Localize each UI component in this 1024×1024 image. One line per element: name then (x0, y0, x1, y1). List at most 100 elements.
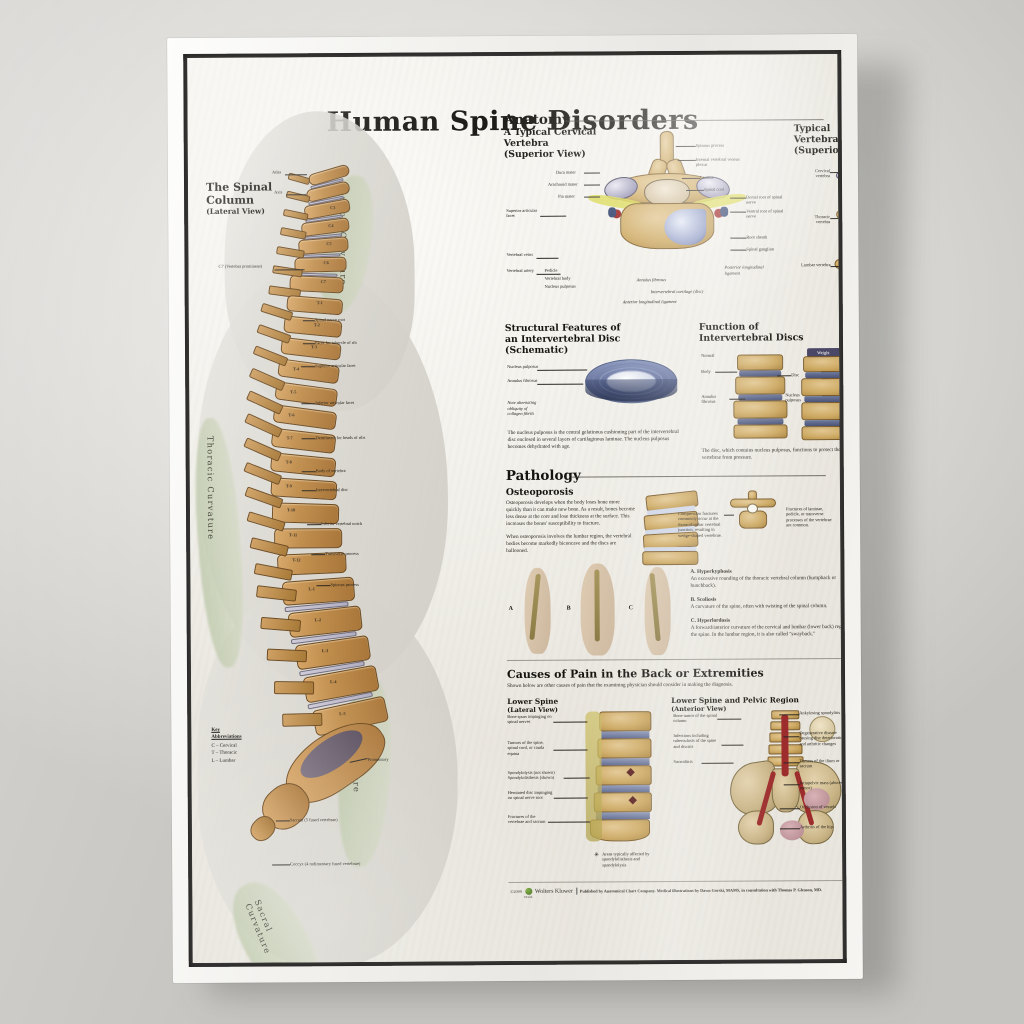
label-weight: Weight (817, 350, 830, 356)
vertebra-number: C6 (323, 260, 329, 266)
label-superior-articular-facet: Superior articular facet (315, 362, 356, 369)
label-spinous-process: Spinous process (695, 142, 725, 148)
curvature-label-thoracic: Thoracic Curvature (205, 435, 217, 541)
disc-function-caption: The disc, which contains nucleus pulposu… (701, 447, 841, 461)
label-atlas: Atlas (271, 169, 282, 175)
content-column: Anatomy A Typical Cervical Vertebra (Sup… (500, 110, 843, 961)
disorder-text-hyperlordosis: A forward/anterior curvature of the cerv… (690, 623, 843, 638)
credit-line: ©2009 Wolters Kluwer Published by Anatom… (510, 886, 822, 895)
vertebra-number: L-4 (330, 679, 337, 685)
vertebra-number: C5 (326, 241, 332, 247)
disorder-text-scoliosis: A curvature of the spine, often with twi… (690, 603, 828, 610)
section-header-anatomy: Anatomy (503, 111, 571, 129)
footnote-affected-areas: Areas typically affected by spondylolist… (602, 851, 650, 868)
label-annulus-fibrosus: Annulus fibrosus (507, 377, 538, 384)
label-root-sheath: Root sheath (746, 234, 768, 240)
label-nucleus-pulposus: Nucleus pulposus (544, 283, 576, 289)
label-facet-tubercle-rib: Facet for tubercle of rib (314, 339, 357, 346)
credit-text: Published by Anatomical Chart Company. M… (579, 887, 823, 894)
label-arachnoid-mater: Arachnoid mater (548, 181, 578, 187)
label-cervical-vertebra: Cervical vertebra (815, 168, 830, 179)
label-occlusion-vessels: Occlusion of vessels (799, 804, 836, 810)
label-lumbar-vertebra: Lumbar vertebra (801, 262, 831, 268)
annotation-laminae-fractures: Fractures of laminae, pedicle, or transv… (785, 506, 832, 528)
osteoporosis-para1: Osteoporosis develops when the body lose… (505, 499, 635, 527)
label-sacroiliitis: Sacroiliitis (673, 758, 693, 765)
label-spondylolisthesis: Spondylolysis (not shown) Spondylolisthe… (507, 769, 555, 781)
lower-spine-lateral-illustration (585, 711, 656, 842)
osteoporosis-title: Osteoporosis (505, 486, 574, 499)
label-nucleus-pulposus: Nucleus pulposus (507, 363, 539, 370)
label-lamina: Lamina (699, 174, 714, 180)
copyright-text: ©2009 (510, 888, 522, 895)
annotation-compression-fractures: Compression fractures commonly occur at … (678, 510, 722, 538)
label-dura-mater: Dura mater (555, 169, 576, 175)
typical-view: (Superior View) (793, 144, 843, 157)
label-normal: Normal (701, 352, 715, 358)
disc-function-title-line2: Intervertebral Discs (698, 332, 804, 344)
label-arthritis-hip: Arthritis of the hip (799, 824, 833, 830)
label-pedicle: Pedicle (544, 267, 558, 273)
lower-spine-lateral-panel: Lower Spine (Lateral View) (507, 697, 558, 715)
framed-poster-glass: Human Spine Disorders Cervical Curvature… (187, 54, 843, 963)
disc-function-panel: Function of Intervertebral Discs (699, 322, 843, 345)
disorder-text-hyperkyphosis: An excessive rounding of the thoracic ve… (690, 575, 837, 589)
wolters-kluwer-logo-icon (524, 887, 532, 895)
vertebra-number: T-4 (293, 366, 300, 372)
label-ventral-root: Ventral root of spinal nerve (746, 208, 784, 219)
label-fractures-vertebrae-sacrum: Fractures of the vertebrae and sacrum (507, 813, 546, 825)
label-intervertebral-cartilage: Intervertebral cartilage (disc) (650, 288, 704, 295)
label-body-of-vertebra: Body of vertebra (315, 468, 346, 474)
label-collagen-note: Note alternating obliquity of collagen f… (507, 399, 537, 417)
label-herniated-disc: Herniated disc impinging on spinal nerve… (507, 789, 553, 801)
label-ankylosing-spondylitis: Ankylosing spondylitis (799, 710, 841, 716)
vertebra-number: C7 (320, 279, 326, 285)
credit-brand-sub: Health (524, 894, 533, 899)
label-vertebral-body: Vertebral body (544, 275, 571, 281)
label-superior-articular-facet: Superior articular facet (506, 207, 538, 219)
rule-pathology (571, 475, 826, 478)
vertebra-number: L-2 (314, 617, 322, 623)
label-infections-tuberculosis: Infections including tuberculosis of the… (673, 732, 717, 749)
label-vertebral-veins: Vertebral veins (506, 251, 533, 258)
label-transverse-process: Transverse process (325, 550, 359, 557)
asterisk-icon: ✳ (594, 852, 600, 859)
rule-anatomy (565, 119, 824, 122)
label-spinous-process: Spinous process (330, 581, 359, 588)
vertebra-number: L-1 (308, 586, 315, 592)
spinal-column-panel: Cervical Curvature Thoracic Curvature Lu… (188, 110, 503, 963)
anatomical-poster: Human Spine Disorders Cervical Curvature… (187, 54, 843, 963)
disc-schematic-illustration (585, 359, 678, 414)
label-spinal-ganglion: Spinal ganglion (746, 246, 775, 252)
label-spinal-cord: Spinal cord (704, 186, 725, 192)
label-posterior-longitudinal-ligament: Posterior longitudinal ligament (724, 264, 764, 276)
vertebra-number: T-2 (313, 322, 320, 328)
key-abbreviations-box: Key Abbreviations C – Cervical T – Thora… (211, 727, 289, 764)
key-heading-line2: Abbreviations (211, 734, 242, 740)
curvature-disorder-descriptions: A. Hyperkyphosis An excessive rounding o… (690, 568, 842, 639)
label-annulus-fibrosus: Annulus fibrosus (701, 393, 717, 405)
label-degenerative-disease: Degenerative disease causing disc deteri… (799, 730, 843, 747)
section-header-pathology: Pathology (505, 467, 581, 485)
label-disc: Disc (791, 372, 800, 378)
vertebra-number: T-5 (290, 389, 297, 395)
label-body: Body (701, 368, 711, 374)
label-promontory: Promontory (367, 756, 389, 762)
vertebra-number: T-1 (316, 300, 323, 306)
vertebra-number: T-12 (292, 557, 301, 563)
osteoporosis-para2: When osteoporosis involves the lumbar re… (506, 533, 632, 554)
vertebra-number: T-8 (285, 459, 292, 465)
typical-vertebrae-panel: Typical Vertebrae (Superior View) (793, 123, 843, 157)
disc-structure-caption: The nucleus pulposus is the central gela… (507, 428, 679, 450)
rule-credit (508, 879, 843, 884)
label-anterior-longitudinal-ligament: Anterior longitudinal ligament (622, 299, 677, 305)
label-demifacets: Demifacets for heads of ribs (315, 434, 366, 441)
credit-divider (575, 887, 577, 895)
vertebra-number: L-5 (339, 711, 346, 717)
label-dorsal-root: Dorsal root of spinal nerve (746, 194, 783, 205)
figure-letter-b: B (566, 605, 571, 612)
vertebra-number: C3 (330, 205, 336, 211)
label-inferior-articular-facet: Inferior articular facet (315, 399, 355, 406)
key-item-lumbar: L – Lumbar (211, 758, 236, 764)
label-tumors-ilium-sacrum: Tumors of the ilium or sacrum (799, 758, 840, 769)
